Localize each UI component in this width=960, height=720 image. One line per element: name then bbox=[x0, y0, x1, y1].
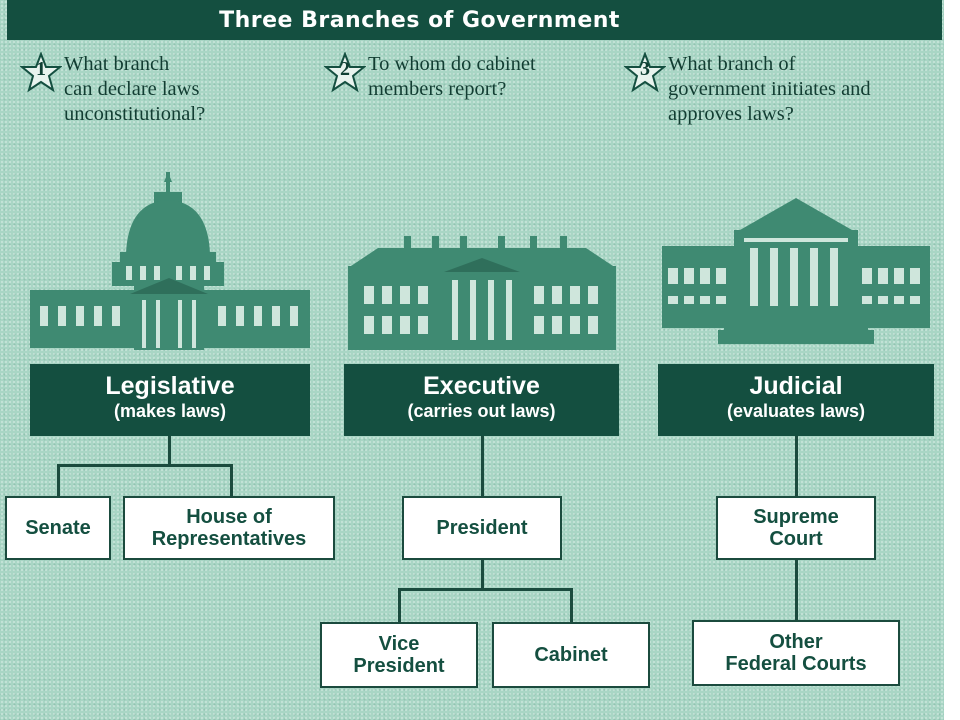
question-2: 2 To whom do cabinet members report? bbox=[324, 52, 536, 102]
white-house-building-icon bbox=[348, 236, 616, 350]
connector-line bbox=[398, 588, 573, 591]
judicial-branch-header: Judicial (evaluates laws) bbox=[658, 364, 934, 436]
senate-box: Senate bbox=[5, 496, 111, 560]
connector-line bbox=[398, 588, 401, 624]
connector-line bbox=[570, 588, 573, 624]
branch-role: (makes laws) bbox=[113, 401, 227, 421]
branch-name: Legislative bbox=[105, 372, 235, 400]
star-badge-icon: 2 bbox=[324, 52, 366, 94]
question-text: What branch can declare laws unconstitut… bbox=[64, 53, 206, 125]
connector-line bbox=[230, 464, 233, 498]
question-text: What branch of government initiates and … bbox=[668, 53, 871, 125]
branch-name: Judicial bbox=[749, 372, 843, 400]
connector-line bbox=[168, 436, 171, 466]
branch-name: Executive bbox=[423, 372, 540, 400]
diagram-title: Three Branches of Government bbox=[219, 7, 620, 33]
question-3: 3 What branch of government initiates an… bbox=[624, 52, 871, 127]
connector-line bbox=[481, 436, 484, 498]
question-number: 2 bbox=[340, 58, 350, 80]
question-number: 3 bbox=[640, 58, 650, 80]
supreme-court-building-icon bbox=[662, 198, 930, 344]
legislative-branch-header: Legislative (makes laws) bbox=[30, 364, 310, 436]
branch-role: (carries out laws) bbox=[407, 401, 556, 421]
connector-line bbox=[795, 436, 798, 498]
connector-line bbox=[57, 464, 60, 498]
cabinet-box: Cabinet bbox=[492, 622, 650, 688]
star-badge-icon: 3 bbox=[624, 52, 666, 94]
question-number: 1 bbox=[36, 58, 46, 80]
question-1: 1 What branch can declare laws unconstit… bbox=[20, 52, 205, 127]
supreme-court-box: Supreme Court bbox=[716, 496, 876, 560]
president-box: President bbox=[402, 496, 562, 560]
other-federal-courts-box: Other Federal Courts bbox=[692, 620, 900, 686]
branch-role: (evaluates laws) bbox=[726, 401, 866, 421]
vice-president-box: Vice President bbox=[320, 622, 478, 688]
star-badge-icon: 1 bbox=[20, 52, 62, 94]
capitol-building-icon bbox=[30, 172, 310, 350]
connector-line bbox=[795, 560, 798, 622]
question-text: To whom do cabinet members report? bbox=[368, 53, 536, 100]
connector-line bbox=[481, 560, 484, 590]
house-of-representatives-box: House of Representatives bbox=[123, 496, 335, 560]
title-bar: Three Branches of Government bbox=[7, 0, 942, 40]
connector-line bbox=[57, 464, 233, 467]
executive-branch-header: Executive (carries out laws) bbox=[344, 364, 619, 436]
